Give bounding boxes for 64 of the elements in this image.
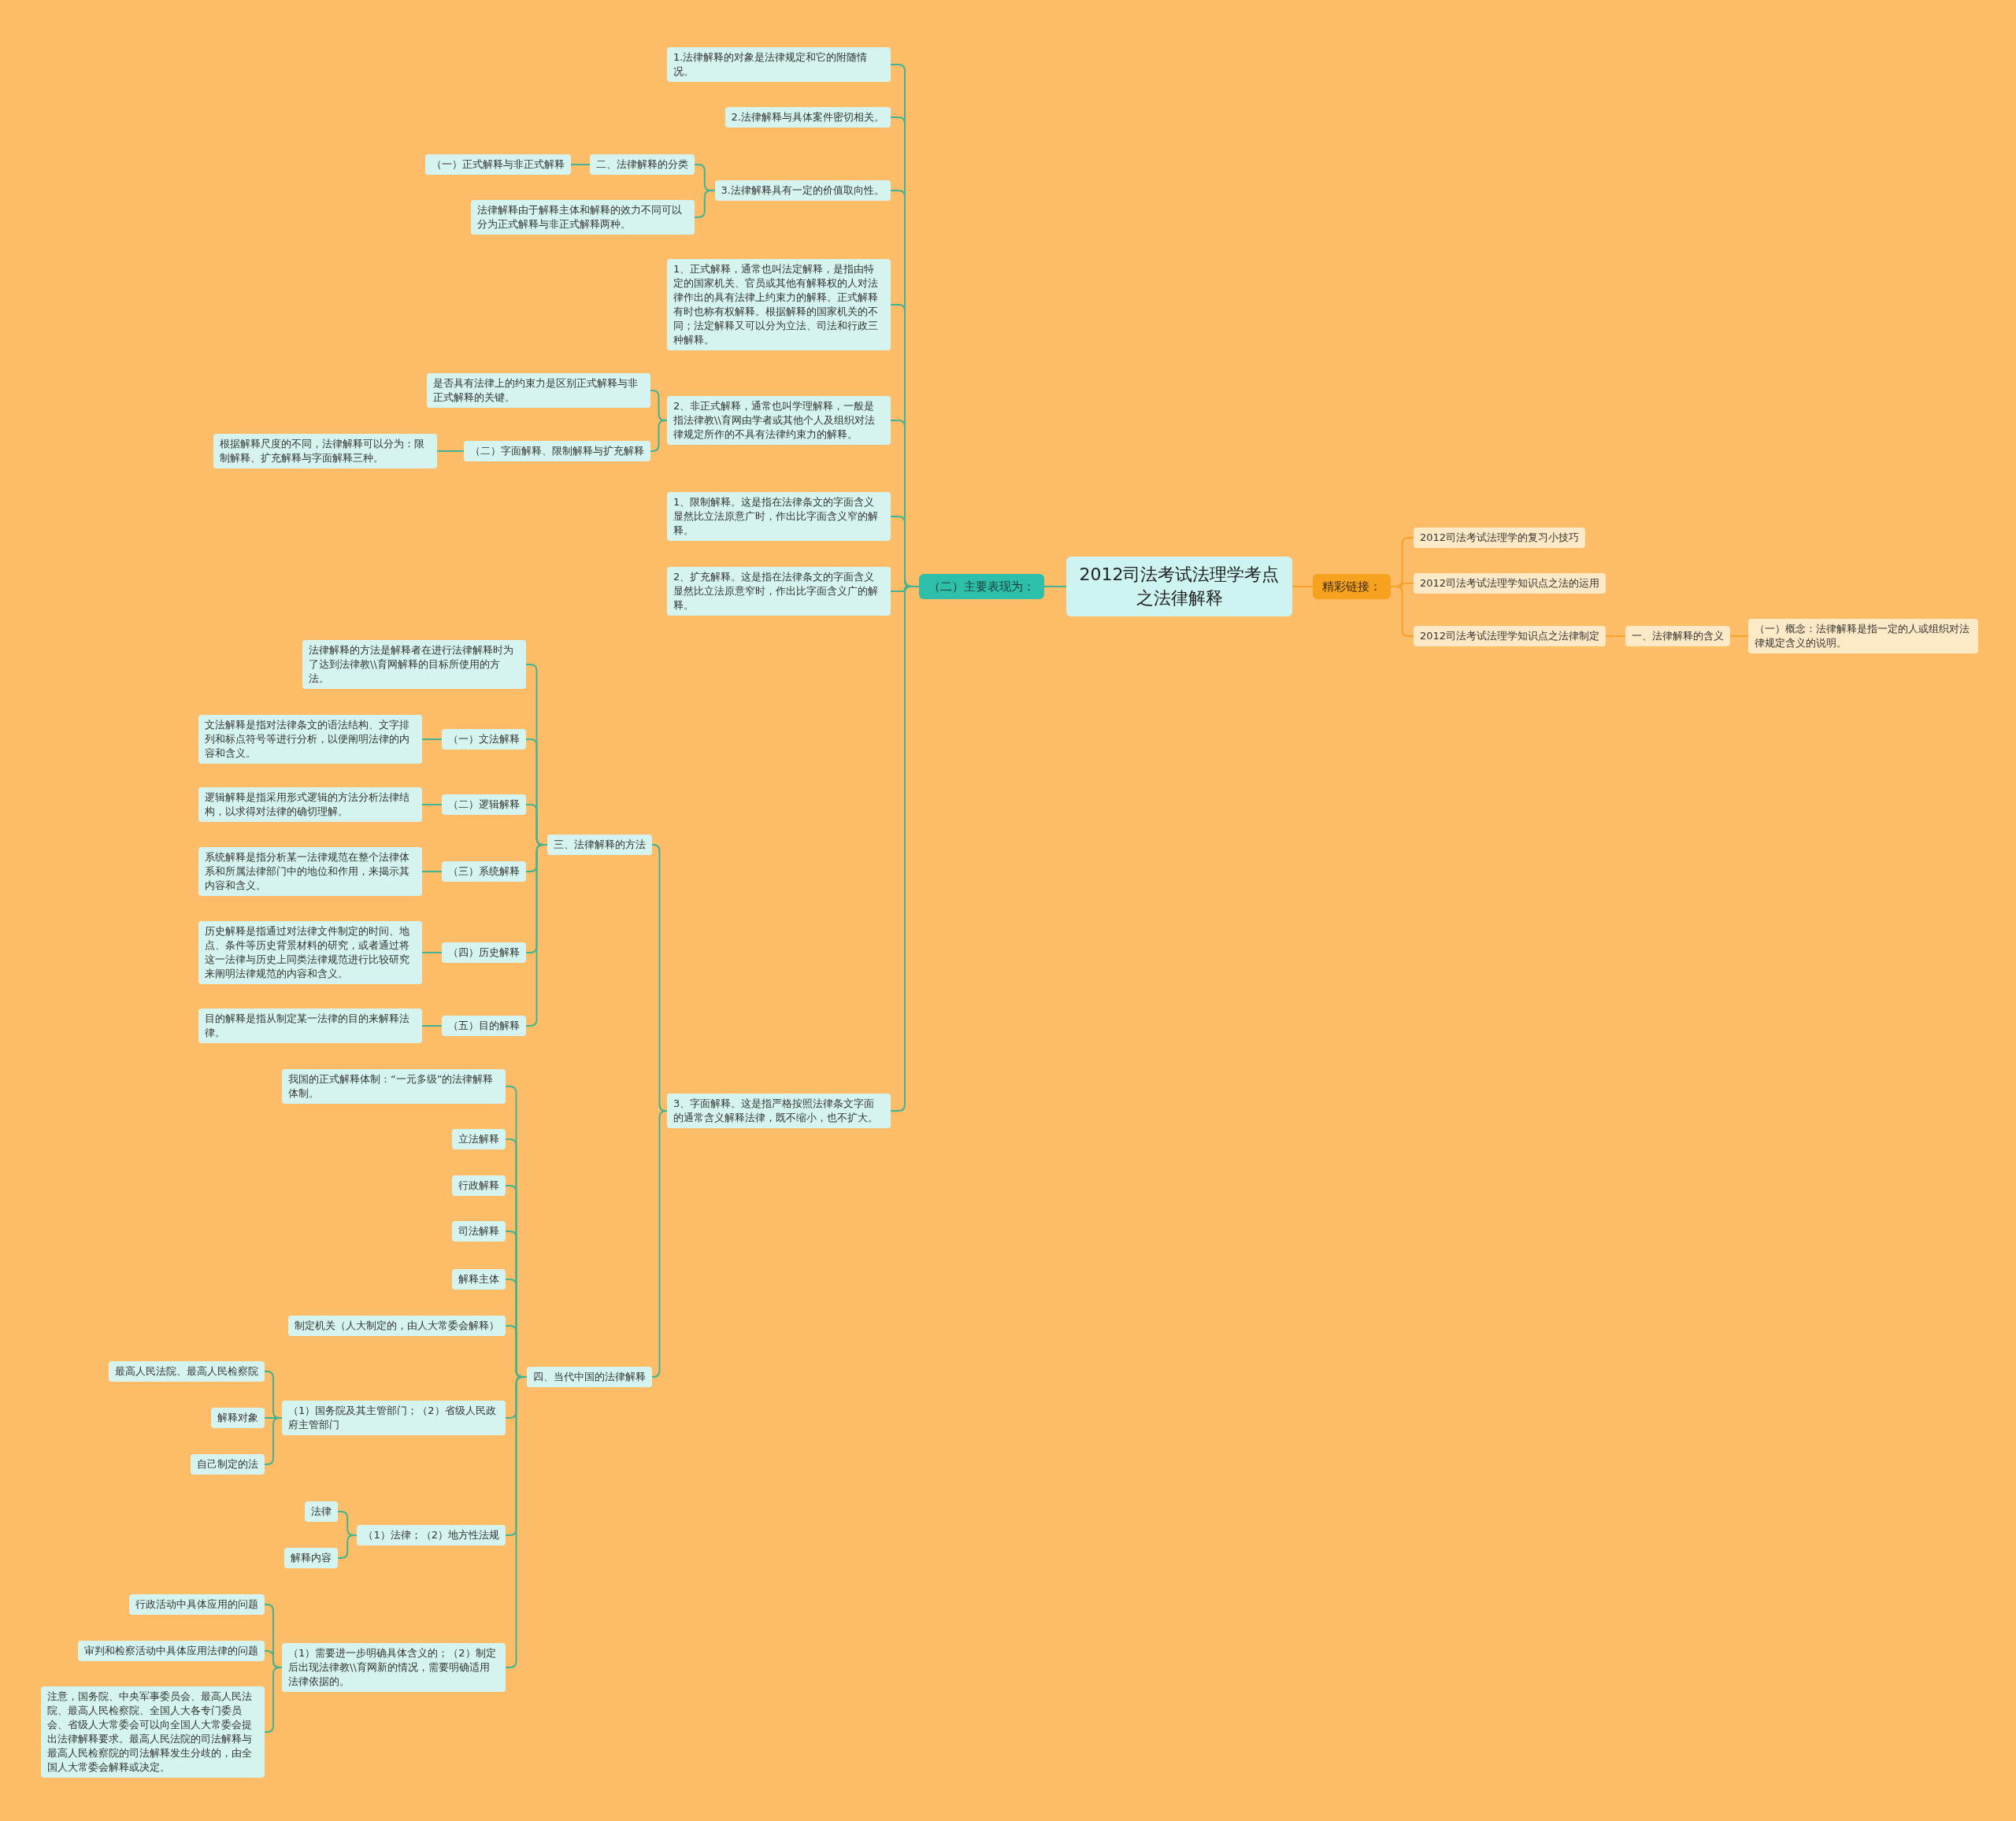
topic-box: 根据解释尺度的不同，法律解释可以分为：限制解释、扩充解释与字面解释三种。 <box>213 434 437 468</box>
topic-box: （四）历史解释 <box>442 942 526 963</box>
connector-line <box>1043 586 1067 587</box>
connector-line <box>1729 635 1749 637</box>
topic-box: 3.法律解释具有一定的价值取向性。 <box>714 180 891 201</box>
topic-box: 2012司法考试法理学的复习小技巧 <box>1414 527 1586 548</box>
connector-line <box>436 450 465 452</box>
connector-line <box>421 871 443 872</box>
topic-box: （1）国务院及其主管部门；（2）省级人民政府主管部门 <box>282 1401 506 1435</box>
topic-box: 文法解释是指对法律条文的语法结构、文字排列和标点符号等进行分析，以便阐明法律的内容和含义。 <box>198 715 422 764</box>
topic-box: 解释内容 <box>284 1548 338 1568</box>
topic-box: 2012司法考试法理学知识点之法律制定 <box>1414 626 1606 646</box>
topic-box: （二）字面解释、限制解释与扩充解释 <box>464 441 650 461</box>
topic-box: （三）系统解释 <box>442 861 526 882</box>
topic-box: 解释主体 <box>452 1269 506 1290</box>
topic-box: （一）文法解释 <box>442 729 526 749</box>
topic-box: 立法解释 <box>452 1129 506 1149</box>
topic-box: 法律 <box>305 1501 338 1522</box>
topic-box: 自己制定的法 <box>191 1454 265 1475</box>
topic-box: 二、法律解释的分类 <box>590 154 695 175</box>
topic-box: 司法解释 <box>452 1221 506 1242</box>
topic-box: 3、字面解释。这是指严格按照法律条文字面的通常含义解释法律，既不缩小，也不扩大。 <box>667 1094 891 1128</box>
topic-box: 1、限制解释。这是指在法律条文的字面含义显然比立法原意广时，作出比字面含义窄的解释。 <box>667 492 891 541</box>
connector-line <box>421 952 443 953</box>
topic-box: 三、法律解释的方法 <box>547 835 652 855</box>
topic-box: 精彩链接： <box>1313 574 1391 599</box>
topic-box: 历史解释是指通过对法律文件制定的时间、地点、条件等历史背景材料的研究，或者通过将这一法律与历史上同类法律规范进行比较研究来阐明法律规范的内容和含义。 <box>198 921 422 984</box>
connector-line <box>421 1025 443 1027</box>
topic-box: （五）目的解释 <box>442 1016 526 1036</box>
topic-box: 2、非正式解释，通常也叫学理解释，一般是指法律教\\育网由学者或其他个人及组织对法律规定所作的不具有法律约束力的解释。 <box>667 396 891 445</box>
topic-box: 2、扩充解释。这是指在法律条文的字面含义显然比立法原意窄时，作出比字面含义广的解释。 <box>667 567 891 616</box>
topic-box: 四、当代中国的法律解释 <box>527 1367 652 1387</box>
topic-box: 系统解释是指分析某一法律规范在整个法律体系和所属法律部门中的地位和作用，来揭示其内容和含义。 <box>198 847 422 896</box>
topic-box: 注意，国务院、中央军事委员会、最高人民法院、最高人民检察院、全国人大各专门委员会、省级人大常委会可以向全国人大常委会提出法律解释要求。最高人民法院的司法解释与最高人民检察院的司法解释发生分歧的，由全国人大常委会解释或决定。 <box>41 1686 265 1778</box>
topic-box: 法律解释由于解释主体和解释的效力不同可以分为正式解释与非正式解释两种。 <box>471 200 695 235</box>
connector-line <box>421 738 443 740</box>
topic-box: 是否具有法律上的约束力是区别正式解释与非正式解释的关键。 <box>427 373 650 408</box>
topic-box: 1.法律解释的对象是法律规定和它的附随情况。 <box>667 47 891 82</box>
topic-box: （1）法律；（2）地方性法规 <box>357 1525 506 1545</box>
topic-box: （二）逻辑解释 <box>442 794 526 815</box>
topic-box: （一）概念：法律解释是指一定的人或组织对法律规定含义的说明。 <box>1748 619 1978 653</box>
topic-box: 解释对象 <box>211 1408 265 1428</box>
topic-box: 制定机关（人大制定的，由人大常委会解释） <box>288 1316 506 1336</box>
topic-box: 逻辑解释是指采用形式逻辑的方法分析法律结构，以求得对法律的确切理解。 <box>198 787 422 822</box>
topic-box: 一、法律解释的含义 <box>1625 626 1730 646</box>
topic-box: （1）需要进一步明确具体含义的；（2）制定后出现法律教\\育网新的情况，需要明确适用法律依据的。 <box>282 1643 506 1692</box>
connector-line <box>1292 586 1314 587</box>
topic-box: 我国的正式解释体制：“一元多级”的法律解释体制。 <box>282 1069 506 1104</box>
topic-box: 2.法律解释与具体案件密切相关。 <box>724 107 891 128</box>
connector-line <box>421 804 443 805</box>
connector-line <box>651 1110 668 1378</box>
topic-box: 审判和检察活动中具体应用法律的问题 <box>78 1641 265 1661</box>
topic-box: 2012司法考试法理学知识点之法的运用 <box>1414 573 1606 594</box>
topic-box: 最高人民法院、最高人民检察院 <box>109 1361 265 1382</box>
topic-box: 1、正式解释，通常也叫法定解释，是指由特定的国家机关、官员或其他有解释权的人对法律作出的具有法律上约束力的解释。正式解释有时也称有权解释。根据解释的国家机关的不同；法定解释又可以分为立法、司法和行政三种解释。 <box>667 259 891 350</box>
topic-box: 行政解释 <box>452 1175 506 1196</box>
connector-line <box>1605 635 1626 637</box>
topic-box: （二）主要表现为： <box>919 574 1044 599</box>
topic-box: 目的解释是指从制定某一法律的目的来解释法律。 <box>198 1009 422 1043</box>
connector-line <box>570 164 591 165</box>
topic-box: 法律解释的方法是解释者在进行法律解释时为了达到法律教\\育网解释的目标所使用的方法。 <box>302 640 526 689</box>
central-topic: 2012司法考试法理学考点之法律解释 <box>1066 557 1292 616</box>
topic-box: （一）正式解释与非正式解释 <box>425 154 571 175</box>
topic-box: 行政活动中具体应用的问题 <box>129 1594 265 1615</box>
